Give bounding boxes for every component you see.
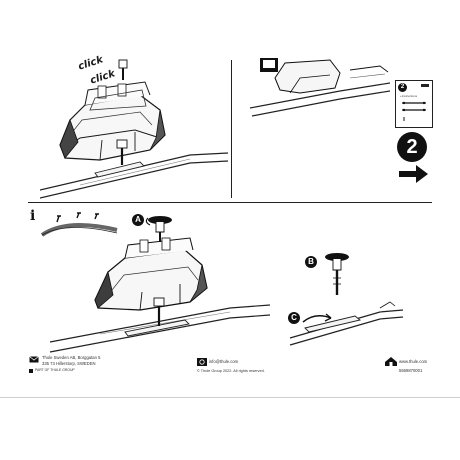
instruction-booklet: 2 +Instructions [395, 80, 433, 128]
horizontal-divider [28, 202, 432, 203]
bottom-left-illustration [40, 210, 271, 360]
part-of-thule-group: PART OF THULE GROUP [35, 368, 75, 372]
callout-c: C [288, 312, 300, 324]
top-right-illustration [240, 58, 391, 118]
step-number-badge: 2 [397, 132, 427, 162]
booklet-bars-icon [402, 101, 426, 121]
email-address: info@thule.com [209, 359, 239, 364]
foot-pack-tighten-illustration [49, 216, 271, 353]
address-line-2: 335 73 Hillerstorp, SWEDEN [42, 361, 96, 366]
email-at-icon [197, 358, 207, 366]
page-bottom-line [0, 397, 460, 398]
document-number: 5569870001 [399, 368, 423, 373]
booklet-header-bar [421, 84, 429, 87]
bolt-tighten-illustration [289, 253, 404, 346]
address-line-1: Thule Sweden AB, Borggatan 5 [42, 355, 101, 360]
next-arrow-icon [399, 165, 428, 183]
vertical-divider-top [231, 60, 232, 198]
website-home-icon [385, 357, 397, 366]
foot-pack-rail-illustration [249, 58, 391, 117]
mail-envelope-icon [29, 356, 39, 363]
website-url: www.thule.com [399, 359, 428, 364]
roof-rail-info-illustration [40, 212, 118, 237]
copyright-notice: © Thule Group 2022. All rights reserved. [197, 369, 265, 373]
thule-group-mark-icon [29, 369, 33, 373]
booklet-sub-label: +Instructions [400, 94, 418, 98]
bottom-right-illustration [285, 250, 405, 350]
info-icon: i [30, 208, 36, 224]
callout-b: B [305, 256, 317, 268]
top-left-illustration: click click [39, 50, 230, 200]
booklet-step-badge: 2 [398, 83, 407, 92]
foot-pack-click-illustration [39, 59, 229, 199]
callout-a: A [132, 214, 144, 226]
